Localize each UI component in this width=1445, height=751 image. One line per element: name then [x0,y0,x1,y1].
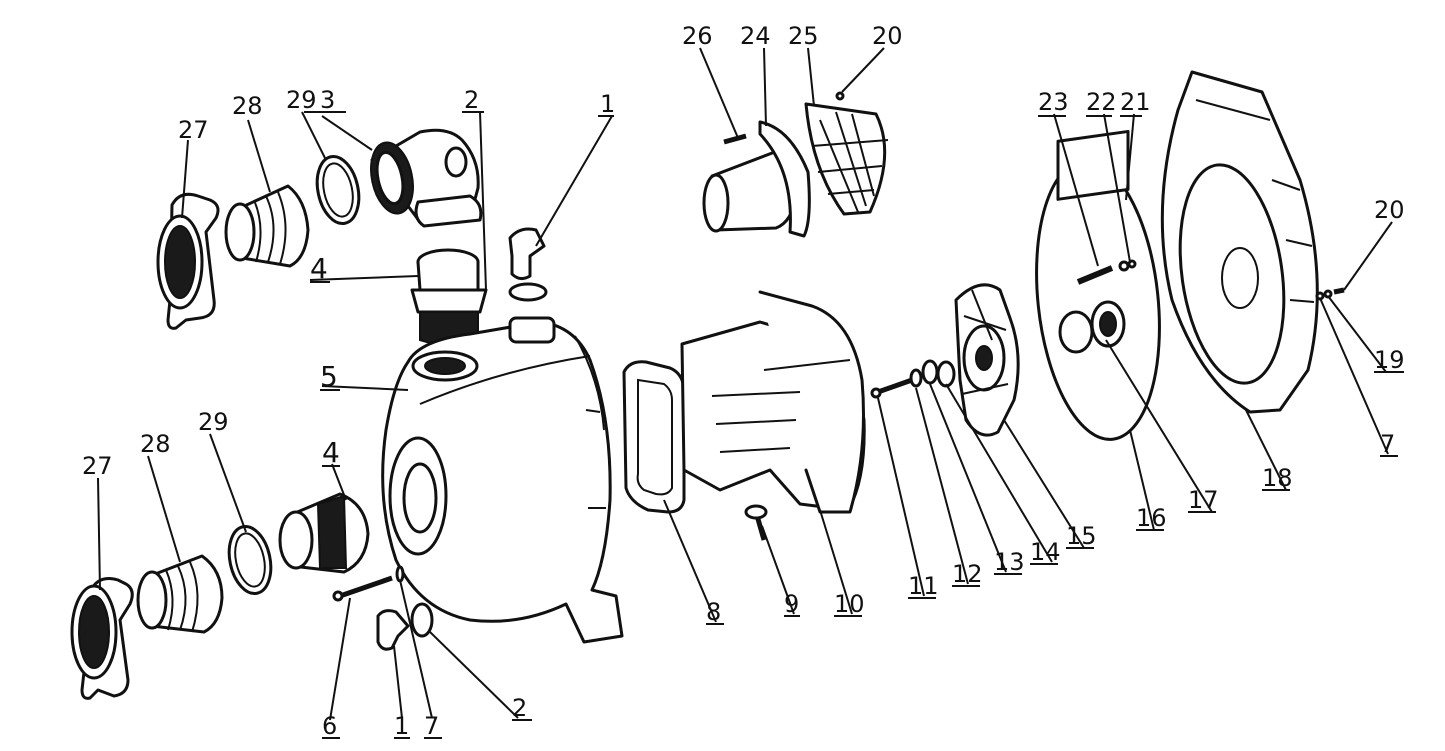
callout-29-upper: 29 [286,86,317,114]
callout-2-lower: 2 [512,694,527,722]
callout-4-upper: 4 [310,252,328,285]
volute-gasket [622,360,686,514]
volute-housing [680,290,866,514]
impeller-bolt [870,377,913,399]
upper-hose-tail [224,184,310,268]
lower-o-ring [410,602,434,638]
seal-bolt [1076,259,1137,285]
callout-10: 10 [834,590,865,618]
callout-19: 19 [1374,346,1405,374]
strainer-basket [804,91,889,216]
upper-threaded-nipple [410,248,488,346]
callout-28-lower: 28 [140,430,171,458]
upper-sealing-ring [315,154,361,226]
callout-labels: 27 28 29 3 2 1 26 24 25 20 23 22 21 20 1… [82,22,1405,740]
impeller [954,283,1020,437]
back-plate-fasteners [1315,287,1345,301]
callout-18: 18 [1262,464,1293,492]
washer [921,359,939,385]
callout-12: 12 [952,560,983,588]
callout-21: 21 [1120,88,1151,116]
shim-washer [936,360,956,388]
callout-26: 26 [682,22,713,50]
mechanical-seal [1056,129,1130,354]
upper-drain-plug [508,227,546,281]
lower-hose-tail [136,554,224,634]
callout-13: 13 [994,548,1025,576]
callout-20-upper: 20 [872,22,903,50]
lock-washer [909,368,923,388]
elbow-connector [370,128,483,228]
lower-drain-plug [376,609,410,651]
callout-6: 6 [322,712,337,740]
callout-20-right: 20 [1374,196,1405,224]
callout-22: 22 [1086,88,1117,116]
callout-28-upper: 28 [232,92,263,120]
callout-24: 24 [740,22,771,50]
back-plate [1160,70,1319,414]
callout-9: 9 [784,590,799,618]
callout-3: 3 [320,86,335,114]
callout-8: 8 [706,598,721,626]
volute-screw [744,504,768,541]
leader-lines [97,47,1404,739]
large-o-ring [1035,159,1161,441]
strainer-hose-tail [702,120,811,238]
lower-sealing-ring [227,524,273,596]
callout-4-lower: 4 [322,436,340,469]
callout-1-upper: 1 [600,90,615,118]
callout-29-lower: 29 [198,408,229,436]
pump-casing [381,316,624,644]
callout-27-upper: 27 [178,116,209,144]
callout-11: 11 [908,572,939,600]
callout-15: 15 [1066,522,1097,550]
lower-wing-nut [70,577,134,700]
callout-16: 16 [1136,504,1167,532]
lower-threaded-nipple [278,492,370,574]
callout-14: 14 [1030,538,1061,566]
callout-1-lower: 1 [394,712,409,740]
callout-5: 5 [320,360,338,393]
callout-2-upper: 2 [464,86,479,114]
upper-o-ring [508,282,548,302]
callout-27-lower: 27 [82,452,113,480]
callout-23: 23 [1038,88,1069,116]
callout-17: 17 [1188,486,1219,514]
callout-25: 25 [788,22,819,50]
callout-7-right: 7 [1380,430,1395,458]
callout-7-lower: 7 [424,712,439,740]
upper-wing-nut [156,192,220,330]
